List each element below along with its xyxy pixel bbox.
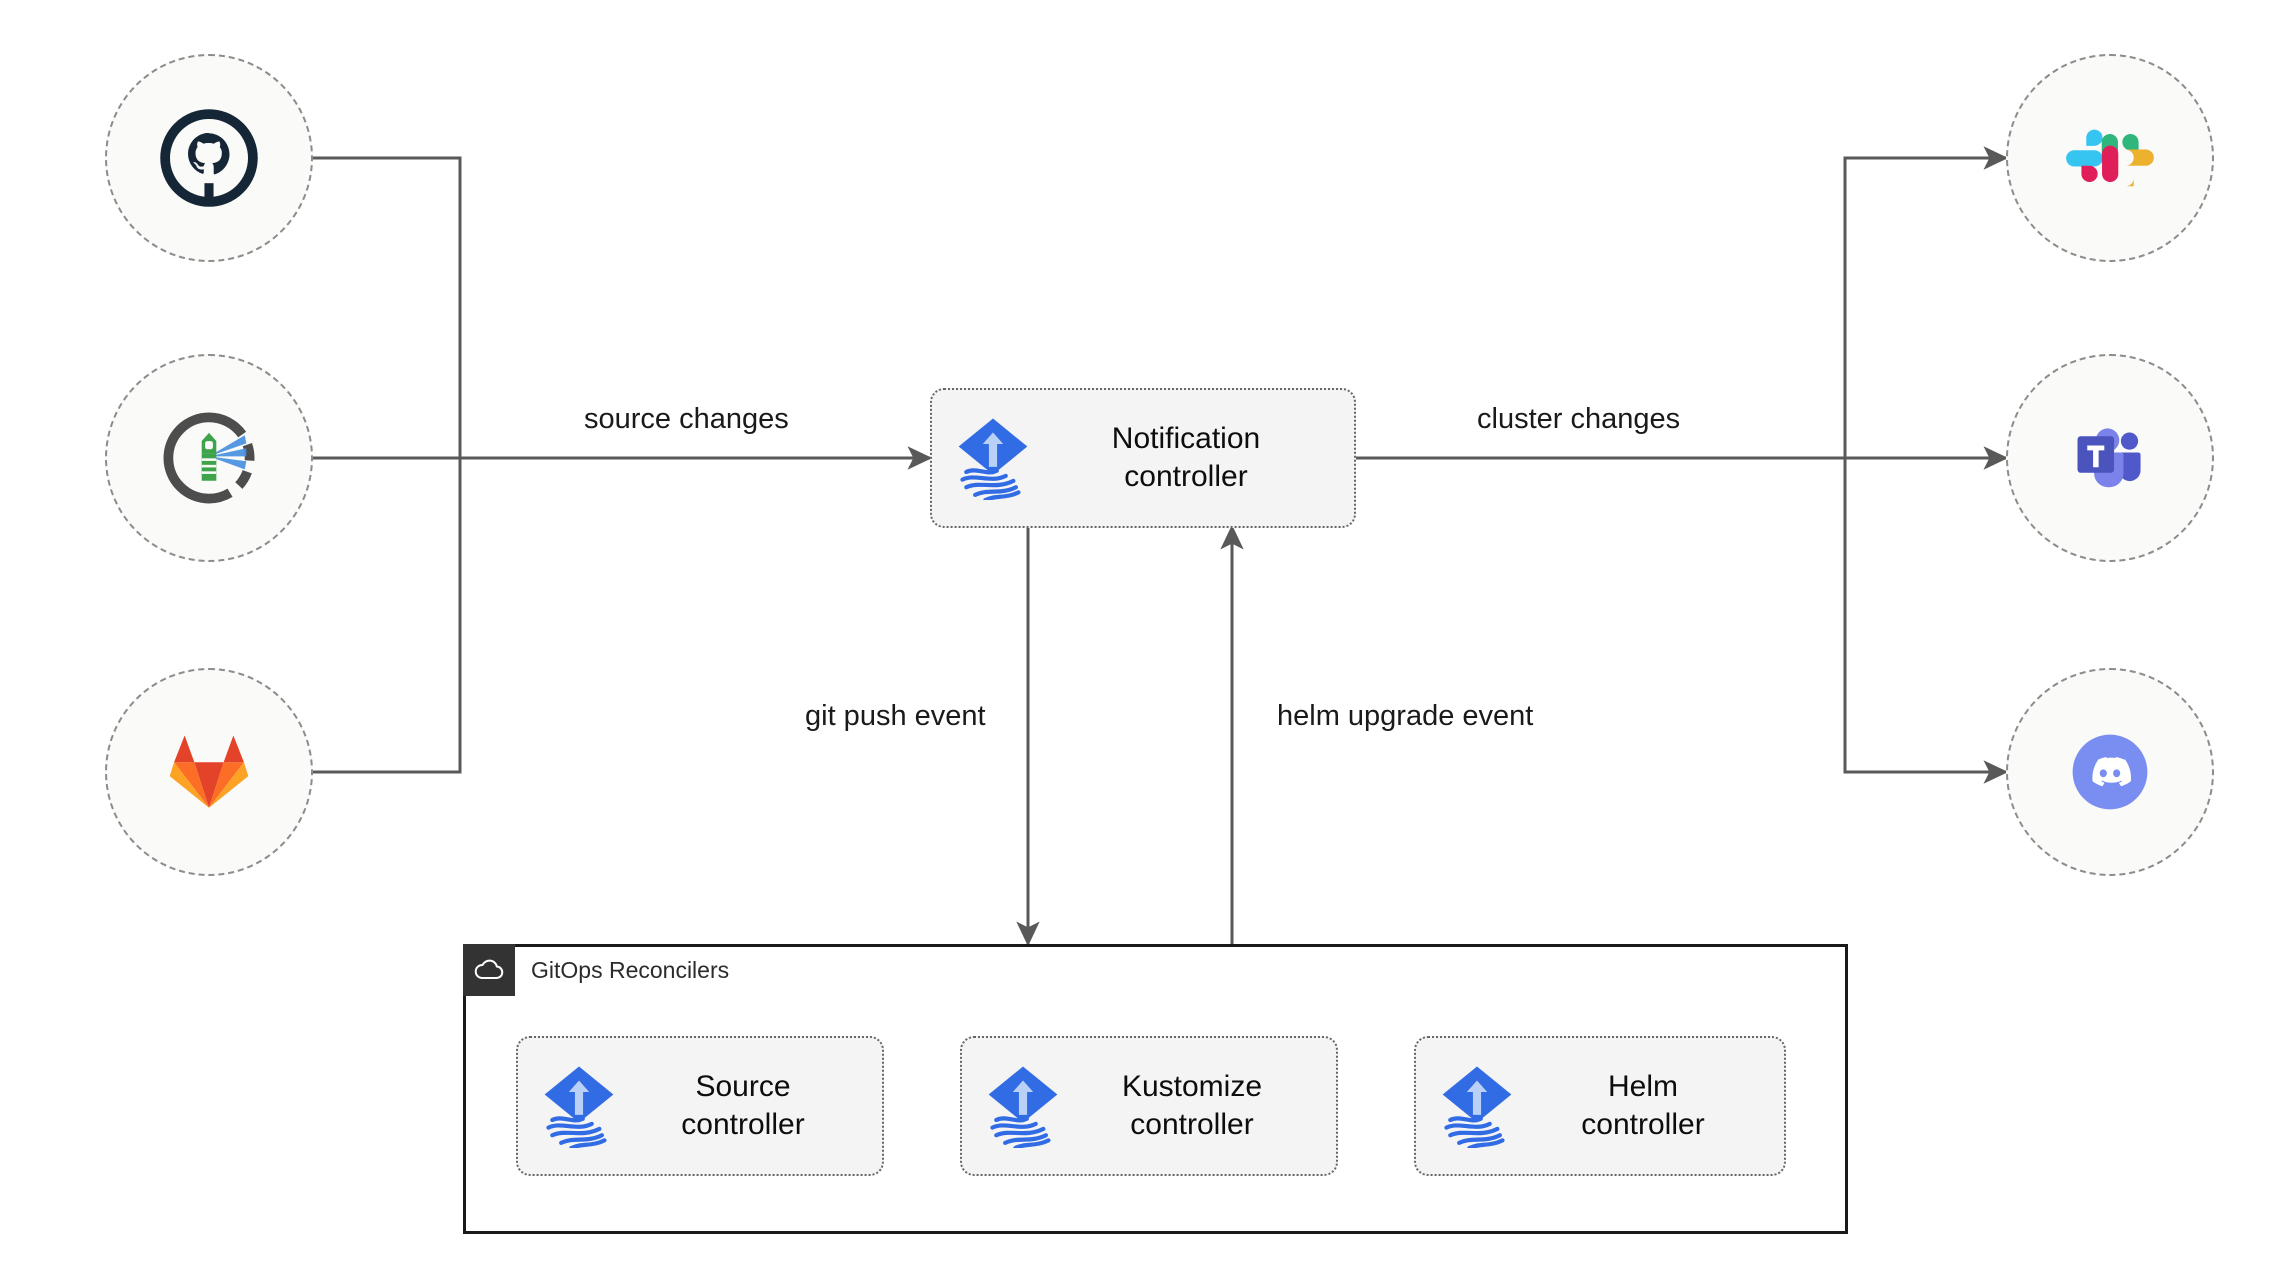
flux-logo-icon [958, 418, 1028, 500]
kustomize-controller-label: Kustomize controller [1121, 1069, 1263, 1141]
slack-icon [2066, 129, 2154, 187]
cloud-icon [463, 944, 515, 996]
edge-cluster-changes-to-discord [1843, 458, 2009, 784]
edge-github-to-bus [313, 156, 462, 458]
source-node-github[interactable] [105, 54, 313, 262]
source-node-flux[interactable] [105, 354, 313, 562]
destination-node-slack[interactable] [2006, 54, 2214, 262]
github-icon [160, 109, 258, 207]
edge-label-source-changes: source changes [584, 403, 789, 435]
edge-cluster-changes-to-slack [1843, 146, 2009, 458]
discord-icon [2072, 734, 2148, 810]
helm-controller-box[interactable]: Helm controller [1414, 1036, 1786, 1176]
flux-lighthouse-icon [163, 412, 255, 504]
edge-label-cluster-changes: cluster changes [1477, 403, 1681, 435]
edge-label-helm-upgrade-event: helm upgrade event [1277, 700, 1534, 732]
flux-logo-icon [1442, 1066, 1512, 1148]
kustomize-controller-box[interactable]: Kustomize controller [960, 1036, 1338, 1176]
microsoft-teams-icon [2077, 428, 2141, 488]
source-controller-box[interactable]: Source controller [516, 1036, 884, 1176]
gitops-reconcilers-title: GitOps Reconcilers [531, 956, 730, 983]
flux-logo-icon [544, 1066, 614, 1148]
notification-controller-label: Notification controller [1111, 421, 1261, 493]
edge-gitlab-to-bus [313, 458, 462, 774]
destination-node-discord[interactable] [2006, 668, 2214, 876]
source-node-gitlab[interactable] [105, 668, 313, 876]
gitops-reconcilers-header: GitOps Reconcilers [463, 944, 729, 996]
helm-controller-label: Helm controller [1581, 1069, 1705, 1141]
flux-logo-icon [988, 1066, 1058, 1148]
source-controller-label: Source controller [681, 1069, 805, 1141]
destination-node-teams[interactable] [2006, 354, 2214, 562]
edge-label-git-push-event: git push event [805, 700, 986, 732]
gitlab-icon [169, 735, 249, 808]
notification-controller-box[interactable]: Notification controller [930, 388, 1356, 528]
